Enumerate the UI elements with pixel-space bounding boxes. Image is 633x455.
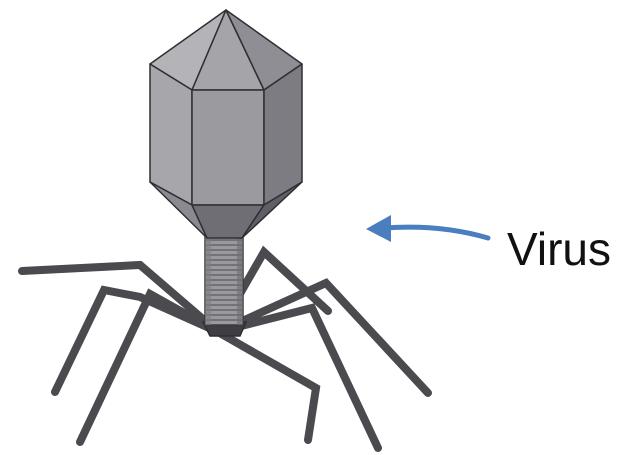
tail-fiber-6: [218, 332, 316, 440]
capsid-front-face: [192, 90, 264, 205]
capsid-head: [150, 10, 302, 238]
tail-sheath: [205, 235, 243, 325]
tail-fiber-3: [80, 294, 218, 442]
virus-label: Virus: [507, 226, 611, 272]
pointer-arrow: [366, 215, 488, 242]
tail-fiber-2: [55, 290, 218, 392]
